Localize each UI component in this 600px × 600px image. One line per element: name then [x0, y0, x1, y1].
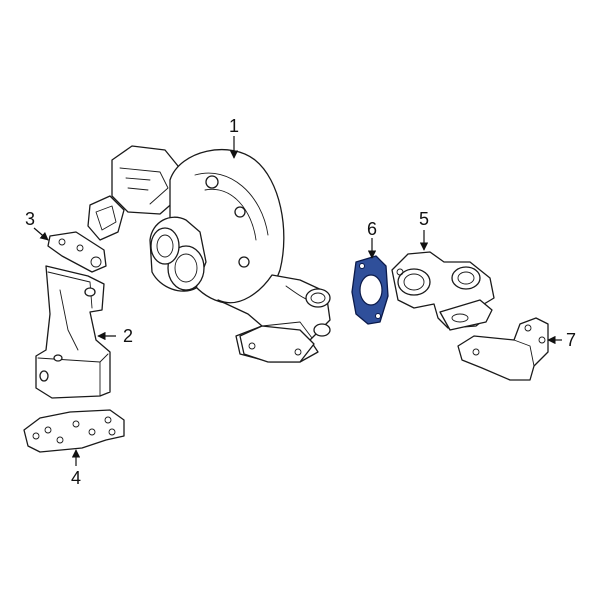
mounting-bracket-part[interactable]: [457, 317, 549, 381]
callout-4-label: 4: [71, 468, 81, 488]
highlighted-gasket-part[interactable]: [351, 255, 389, 325]
callout-1: 1: [229, 116, 239, 159]
callout-5-label: 5: [419, 209, 429, 229]
callout-2-label: 2: [123, 326, 133, 346]
small-gasket-part[interactable]: [47, 231, 107, 273]
turbocharger-part[interactable]: [87, 145, 331, 363]
callout-7: 7: [547, 330, 576, 350]
callout-6-label: 6: [367, 219, 377, 239]
callout-5: 5: [419, 209, 429, 251]
callout-6: 6: [367, 219, 377, 259]
support-bracket-part[interactable]: [35, 265, 111, 399]
callout-2: 2: [97, 326, 133, 346]
plate-gasket-part[interactable]: [23, 409, 125, 453]
callout-3: 3: [25, 209, 49, 241]
callout-3-label: 3: [25, 209, 35, 229]
outlet-elbow-part[interactable]: [391, 251, 495, 331]
callout-1-label: 1: [229, 116, 239, 136]
callout-4: 4: [71, 449, 81, 488]
callout-7-label: 7: [566, 330, 576, 350]
